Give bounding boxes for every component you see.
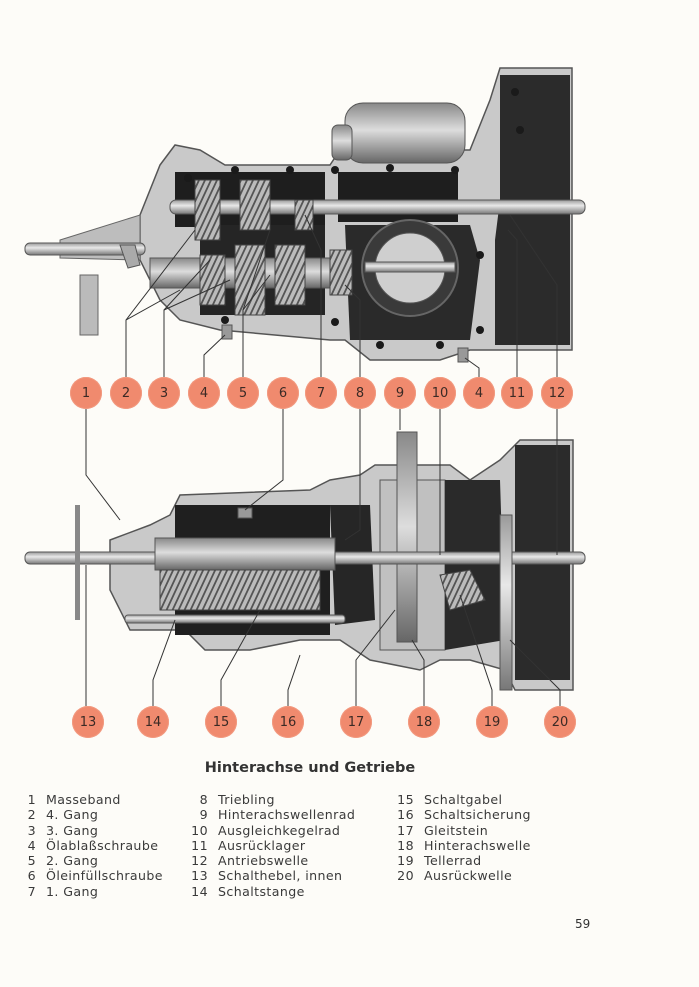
legend-number: 13 bbox=[191, 868, 208, 884]
legend-number: 17 bbox=[397, 822, 414, 838]
legend-item: 19 Tellerrad bbox=[392, 853, 531, 868]
legend-label: Hinterachswellenrad bbox=[218, 807, 356, 823]
legend-label: Öleinfüllschraube bbox=[46, 868, 163, 884]
legend-number: 10 bbox=[191, 822, 208, 838]
legend-number: 2 bbox=[27, 807, 36, 823]
legend-number: 6 bbox=[27, 868, 36, 884]
legend-label: 1. Gang bbox=[46, 883, 99, 899]
legend-item: 9 Hinterachswellenrad bbox=[186, 807, 355, 822]
legend-label: Ölablaßschraube bbox=[46, 837, 159, 853]
bottom-view-drawing bbox=[24, 409, 586, 706]
top-view-drawing bbox=[24, 67, 586, 377]
legend-item: 18 Hinterachswelle bbox=[392, 838, 531, 853]
legend-number: 7 bbox=[27, 883, 36, 899]
legend-number: 8 bbox=[199, 792, 208, 807]
legend-label: Masseband bbox=[46, 792, 121, 807]
legend-number: 4 bbox=[27, 837, 36, 853]
callout-14: 14 bbox=[137, 706, 169, 738]
gearbox-cutaway-diagram bbox=[24, 67, 586, 706]
callout-13: 13 bbox=[72, 706, 104, 738]
legend-number: 20 bbox=[397, 868, 414, 884]
callout-1: 1 bbox=[70, 377, 102, 409]
legend-number: 14 bbox=[191, 883, 208, 899]
callout-19: 19 bbox=[476, 706, 508, 738]
legend-number: 3 bbox=[27, 822, 36, 838]
legend-number: 18 bbox=[397, 837, 414, 853]
legend-number: 1 bbox=[27, 792, 36, 807]
legend-label: 4. Gang bbox=[46, 807, 99, 823]
legend-label: Ausrückwelle bbox=[424, 868, 513, 884]
legend-number: 9 bbox=[199, 807, 208, 823]
legend-label: Ausrücklager bbox=[218, 837, 306, 853]
legend-number: 15 bbox=[397, 792, 414, 807]
legend-item: 12 Antriebswelle bbox=[186, 853, 355, 868]
callout-3: 3 bbox=[148, 377, 180, 409]
legend-item: 5 2. Gang bbox=[14, 853, 163, 868]
callout-2: 2 bbox=[110, 377, 142, 409]
legend-item: 20 Ausrückwelle bbox=[392, 868, 531, 883]
legend-number: 5 bbox=[27, 853, 36, 869]
callout-17: 17 bbox=[340, 706, 372, 738]
legend-label: Schaltgabel bbox=[424, 792, 503, 807]
callout-5: 5 bbox=[227, 377, 259, 409]
legend-label: Schalthebel, innen bbox=[218, 868, 343, 884]
legend-item: 13 Schalthebel, innen bbox=[186, 868, 355, 883]
callout-9: 9 bbox=[384, 377, 416, 409]
legend-item: 6 Öleinfüllschraube bbox=[14, 868, 163, 883]
callout-7: 7 bbox=[305, 377, 337, 409]
legend-item: 2 4. Gang bbox=[14, 807, 163, 822]
legend-item: 11 Ausrücklager bbox=[186, 838, 355, 853]
legend-item: 16 Schaltsicherung bbox=[392, 807, 531, 822]
legend-number: 12 bbox=[191, 853, 208, 869]
legend-number: 19 bbox=[397, 853, 414, 869]
legend-column-1: 1 Masseband 2 4. Gang 3 3. Gang 4 Ölablaßsch… bbox=[14, 792, 163, 899]
legend-label: Ausgleichkegelrad bbox=[218, 822, 341, 838]
legend-label: Schaltstange bbox=[218, 883, 305, 899]
callout-15: 15 bbox=[205, 706, 237, 738]
legend-column-3: 15 Schaltgabel 16 Schaltsicherung 17 Gleits… bbox=[392, 792, 531, 884]
callout-18: 18 bbox=[408, 706, 440, 738]
legend-item: 1 Masseband bbox=[14, 792, 163, 807]
legend-item: 14 Schaltstange bbox=[186, 884, 355, 899]
legend-item: 17 Gleitstein bbox=[392, 823, 531, 838]
figure-title: Hinterachse und Getriebe bbox=[204, 760, 416, 776]
callout-12: 12 bbox=[541, 377, 573, 409]
callout-20: 20 bbox=[544, 706, 576, 738]
legend-label: Triebling bbox=[218, 792, 275, 807]
callout-11: 11 bbox=[501, 377, 533, 409]
legend-number: 16 bbox=[397, 807, 414, 823]
legend-label: 2. Gang bbox=[46, 853, 99, 869]
legend-item: 10 Ausgleichkegelrad bbox=[186, 823, 355, 838]
callout-4: 4 bbox=[188, 377, 220, 409]
legend-label: Schaltsicherung bbox=[424, 807, 531, 823]
callout-16: 16 bbox=[272, 706, 304, 738]
legend-item: 15 Schaltgabel bbox=[392, 792, 531, 807]
callout-10: 10 bbox=[424, 377, 456, 409]
legend-label: Antriebswelle bbox=[218, 853, 309, 869]
legend-item: 7 1. Gang bbox=[14, 884, 163, 899]
callout-4b: 4 bbox=[463, 377, 495, 409]
legend-number: 11 bbox=[191, 837, 208, 853]
legend-label: 3. Gang bbox=[46, 822, 99, 838]
legend-label: Hinterachswelle bbox=[424, 837, 531, 853]
callout-6: 6 bbox=[267, 377, 299, 409]
page-number: 59 bbox=[575, 917, 591, 931]
legend-item: 8 Triebling bbox=[186, 792, 355, 807]
callout-8: 8 bbox=[344, 377, 376, 409]
legend-label: Tellerrad bbox=[424, 853, 482, 869]
legend-label: Gleitstein bbox=[424, 822, 489, 838]
legend-item: 4 Ölablaßschraube bbox=[14, 838, 163, 853]
legend-item: 3 3. Gang bbox=[14, 823, 163, 838]
legend-column-2: 8 Triebling 9 Hinterachswellenrad 10 Ausgle… bbox=[186, 792, 355, 899]
